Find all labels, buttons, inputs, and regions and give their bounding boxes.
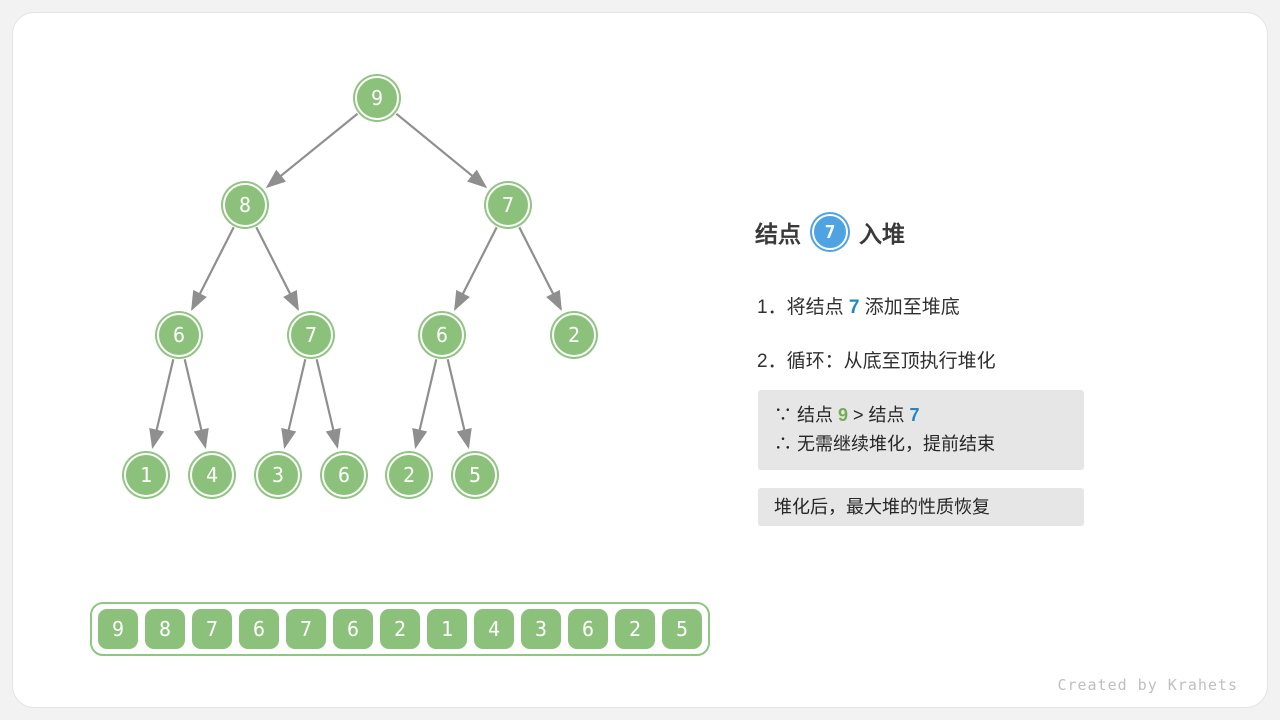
step-2: 2．循环：从底至顶执行堆化 xyxy=(757,351,996,372)
array-cell: 8 xyxy=(145,609,185,649)
tree-node: 9 xyxy=(355,76,399,120)
note-line-1-pre: ∵ 结点 xyxy=(774,405,839,425)
array-cell: 9 xyxy=(98,609,138,649)
heapify-note-box: ∵ 结点 9 > 结点 7 ∴ 无需继续堆化，提前结束 xyxy=(758,390,1084,470)
step-1-node-value: 7 xyxy=(848,297,860,318)
array-cell: 4 xyxy=(474,609,514,649)
array-cell: 5 xyxy=(662,609,702,649)
tree-node: 5 xyxy=(453,453,497,497)
tree-node: 6 xyxy=(157,313,201,357)
note-node-7: 7 xyxy=(909,405,920,425)
title-prefix: 结点 xyxy=(755,221,801,247)
tree-node: 6 xyxy=(420,313,464,357)
array-cell: 6 xyxy=(239,609,279,649)
array-cell: 7 xyxy=(286,609,326,649)
step-1-text: 1．将结点 xyxy=(757,297,849,318)
array-cell: 3 xyxy=(521,609,561,649)
note-line-2: ∴ 无需继续堆化，提前结束 xyxy=(774,434,995,454)
tree-node: 1 xyxy=(124,453,168,497)
note-node-9: 9 xyxy=(838,405,849,425)
array-cell: 7 xyxy=(192,609,232,649)
watermark: Created by Krahets xyxy=(1057,676,1238,694)
note-line-1-mid: > 结点 xyxy=(848,405,910,425)
array-cell: 6 xyxy=(333,609,373,649)
array-cell: 2 xyxy=(615,609,655,649)
tree-node: 7 xyxy=(486,183,530,227)
step-1-text-tail: 添加至堆底 xyxy=(859,297,960,318)
array-cell: 6 xyxy=(568,609,608,649)
tree-node: 8 xyxy=(223,183,267,227)
tree-node: 6 xyxy=(322,453,366,497)
tree-node: 2 xyxy=(552,313,596,357)
tree-node: 3 xyxy=(256,453,300,497)
inserted-node-badge: 7 xyxy=(812,214,848,250)
result-note-box: 堆化后，最大堆的性质恢复 xyxy=(758,488,1084,526)
step-1: 1．将结点 7 添加至堆底 xyxy=(757,292,960,319)
title-suffix: 入堆 xyxy=(859,221,905,247)
array-cell: 1 xyxy=(427,609,467,649)
canvas-card xyxy=(12,12,1268,708)
tree-node: 4 xyxy=(190,453,234,497)
tree-node: 2 xyxy=(387,453,431,497)
array-cell: 2 xyxy=(380,609,420,649)
note-line-1: ∵ 结点 9 > 结点 7 xyxy=(774,401,1068,430)
panel-title: 结点 7 入堆 xyxy=(755,210,905,254)
tree-node: 7 xyxy=(289,313,333,357)
